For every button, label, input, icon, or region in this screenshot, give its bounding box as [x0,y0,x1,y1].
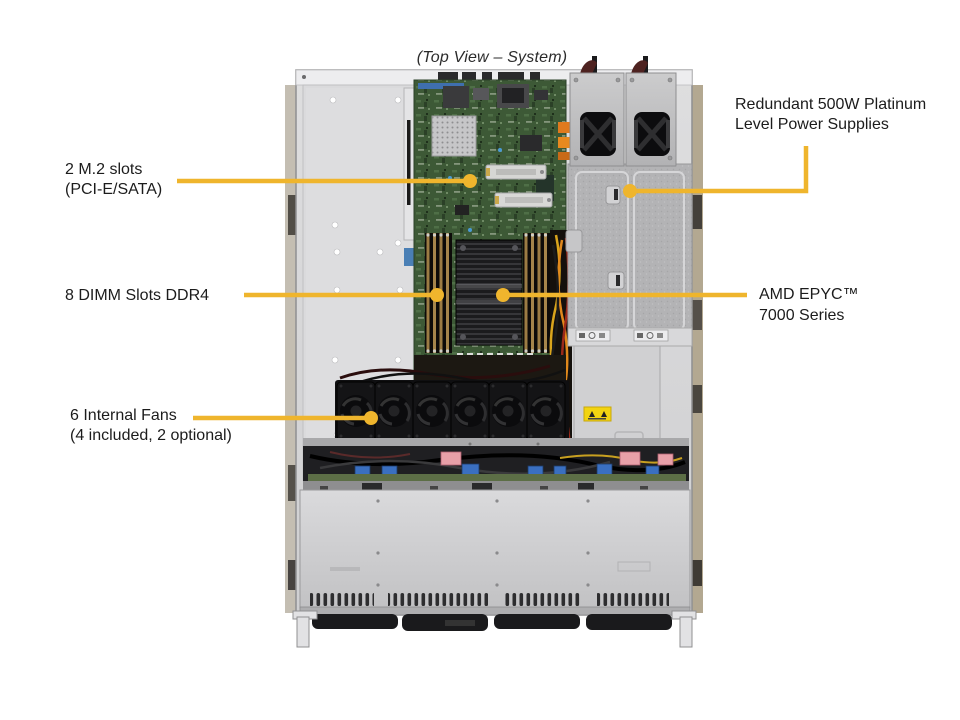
diagram-title: (Top View – System) [416,49,568,66]
label-line: (PCI-E/SATA) [65,181,163,198]
m2-slots [485,164,553,208]
drive-tray-handles [312,614,672,631]
callout-m2 [177,174,477,188]
label-internal-fans: 6 Internal Fans (4 included, 2 optional) [70,406,232,446]
callout-psu [623,146,809,198]
front-vents [310,592,669,607]
label-line: 2 M.2 slots [65,161,143,178]
label-amd-epyc: AMD EPYC™ 7000 Series [759,284,859,326]
cpu-heatsink [455,239,523,346]
label-line: 8 DIMM Slots DDR4 [65,287,210,304]
backplane-connectors [354,451,674,477]
callout-lines [177,146,809,425]
psu-bay-labels [575,329,669,342]
label-line: Level Power Supplies [735,116,889,133]
front-panel-screws [376,499,590,587]
chipset-heatsink [431,115,477,157]
label-line: (4 included, 2 optional) [70,427,232,444]
callout-fans [193,411,378,425]
psu-modules [569,56,677,167]
mounting-ears [292,610,697,648]
label-dimm-slots: 8 DIMM Slots DDR4 [65,286,209,306]
fan-array [335,380,569,442]
label-line: AMD EPYC™ [759,286,859,303]
label-line: Redundant 500W Platinum [735,96,927,113]
warning-sticker [583,406,612,422]
rear-io-openings [438,72,540,83]
chassis-side-rails [285,85,703,613]
psu-module-2 [625,56,677,167]
label-line: 7000 Series [759,307,845,324]
label-line: 6 Internal Fans [70,407,177,424]
psu-module-1 [569,56,625,167]
callout-dimm [244,288,444,302]
label-m2-slots: 2 M.2 slots (PCI-E/SATA) [65,160,162,200]
mid-cable-area [339,355,566,384]
callout-cpu [496,288,747,302]
psu-latch-slots [605,185,625,290]
label-power-supplies: Redundant 500W Platinum Level Power Supp… [735,95,926,135]
riser-slot-connector [404,248,415,266]
front-panel [299,489,691,616]
backplane-area [303,438,689,493]
